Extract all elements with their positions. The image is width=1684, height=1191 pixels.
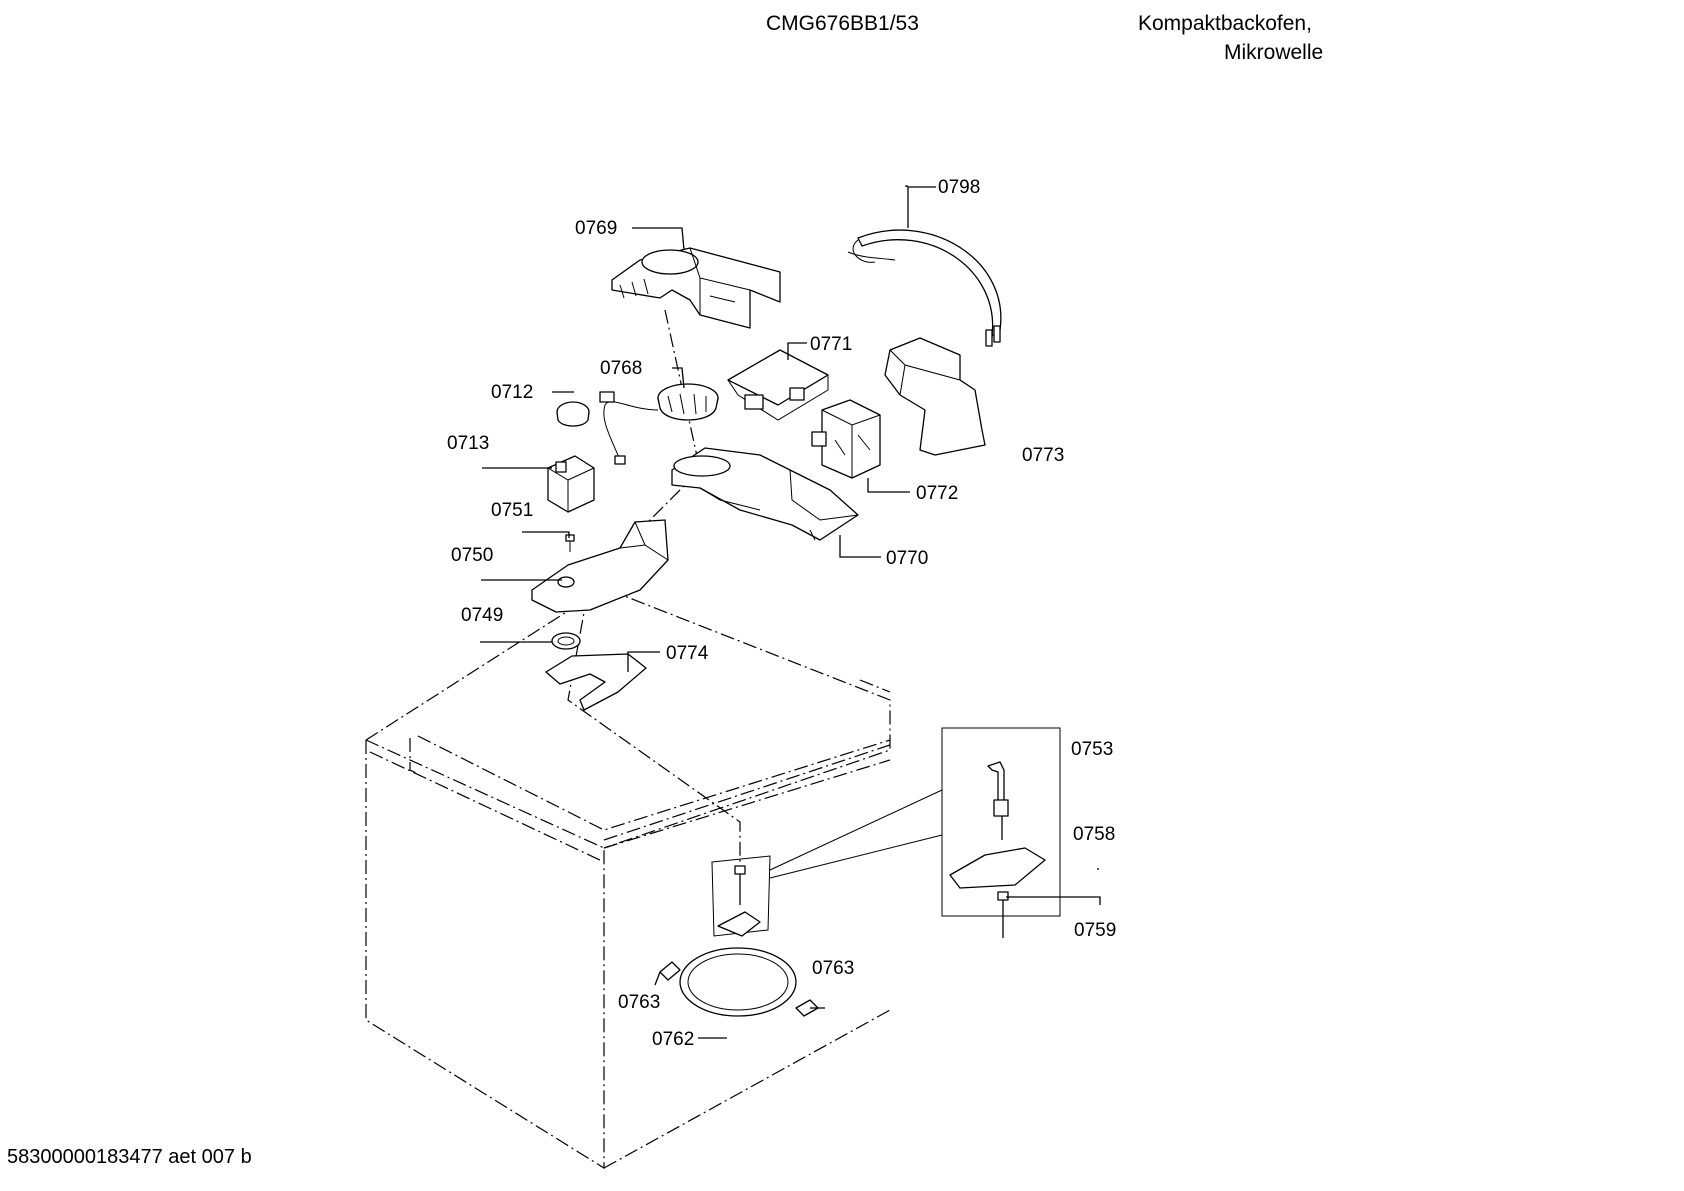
appliance-type-line1: Kompaktbackofen, [1138, 12, 1312, 35]
part-labels: 0798 0769 0771 0768 0712 0773 0713 0772 … [447, 177, 1116, 1050]
part-label-0798: 0798 [938, 177, 980, 198]
part-label-0770: 0770 [886, 548, 928, 569]
document-code: 58300000183477 aet 007 b [7, 1146, 252, 1168]
cover-plate [545, 653, 647, 711]
part-label-0712: 0712 [491, 382, 533, 403]
part-label-0758: 0758 [1073, 824, 1115, 845]
part-label-0753: 0753 [1071, 739, 1113, 760]
part-label-0773: 0773 [1022, 445, 1064, 466]
part-label-0750: 0750 [451, 545, 493, 566]
fixing-screw [565, 534, 575, 552]
fan-motor [599, 383, 719, 465]
mounting-plate [531, 519, 669, 613]
part-label-0772: 0772 [916, 483, 958, 504]
stirrer-assembly-in-cavity [711, 855, 771, 937]
part-label-0771: 0771 [810, 334, 852, 355]
part-label-0763-left: 0763 [618, 992, 660, 1013]
turntable-ring [679, 947, 797, 1017]
part-label-0769: 0769 [575, 218, 617, 239]
part-label-0768: 0768 [600, 358, 642, 379]
part-label-0749: 0749 [461, 605, 503, 626]
part-label-0713: 0713 [447, 433, 489, 454]
assembly-axis-line [567, 309, 741, 870]
stirrer-detail-inset [769, 727, 1061, 938]
part-label-0759: 0759 [1074, 920, 1116, 941]
sensor-cap [556, 401, 590, 427]
air-guide-duct [884, 337, 986, 456]
oven-cavity-outline [365, 587, 891, 1170]
part-label-0774: 0774 [666, 643, 709, 664]
base-duct-housing [671, 447, 859, 541]
control-board [727, 349, 829, 421]
cable-harness [847, 229, 1002, 347]
part-label-0763-right: 0763 [812, 958, 854, 979]
model-number: CMG676BB1/53 [766, 12, 919, 35]
sensor-bracket [547, 455, 595, 513]
appliance-type-line2: Mikrowelle [1224, 41, 1324, 64]
support-clip-left [659, 961, 681, 981]
magnetron [811, 399, 881, 479]
fan-duct-housing [611, 247, 781, 329]
part-label-0762: 0762 [652, 1029, 694, 1050]
part-label-0751: 0751 [491, 500, 533, 521]
leader-lines [480, 185, 1101, 1039]
ring-seal [551, 632, 581, 650]
